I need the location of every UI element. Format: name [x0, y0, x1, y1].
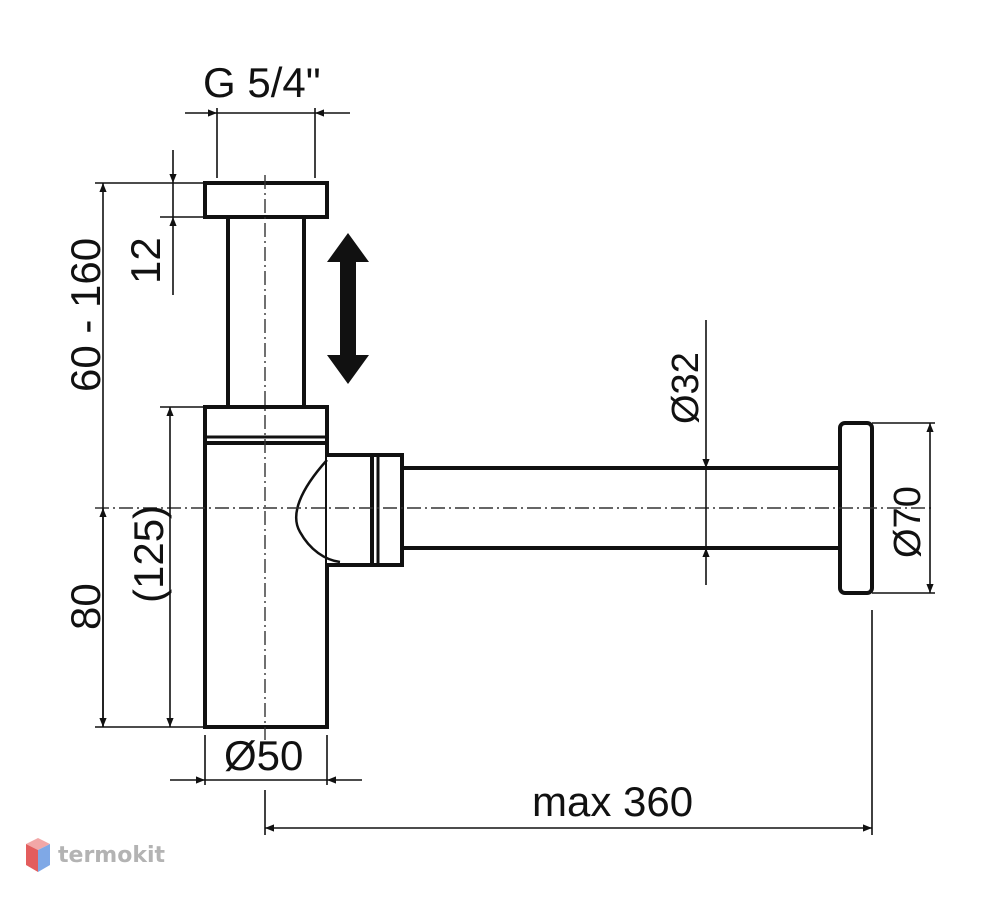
watermark-text: termokit	[58, 843, 165, 868]
length-label: max 360	[532, 778, 693, 825]
cube-logo-icon	[26, 838, 50, 872]
top-nut	[203, 181, 329, 219]
siphon-body	[203, 181, 874, 729]
extension-lines	[95, 108, 935, 835]
watermark: termokit	[26, 838, 165, 872]
body-diameter-label: Ø50	[224, 732, 303, 779]
nut-height-label: 12	[122, 237, 169, 284]
base-height-label: 80	[62, 583, 109, 630]
dimension-lines	[99, 109, 934, 832]
inlet-range-label: 60 - 160	[62, 238, 109, 392]
flange-diameter-label: Ø70	[887, 486, 929, 558]
cup-body	[203, 441, 329, 729]
pipe-diameter-label: Ø32	[665, 352, 707, 424]
outlet-height-label: (125)	[125, 505, 172, 603]
height-adjust-arrow-icon	[327, 233, 369, 384]
inlet-tube	[226, 215, 306, 409]
outlet-branch	[327, 453, 374, 567]
center-lines	[95, 175, 935, 740]
thread-size-label: G 5/4"	[203, 59, 321, 106]
